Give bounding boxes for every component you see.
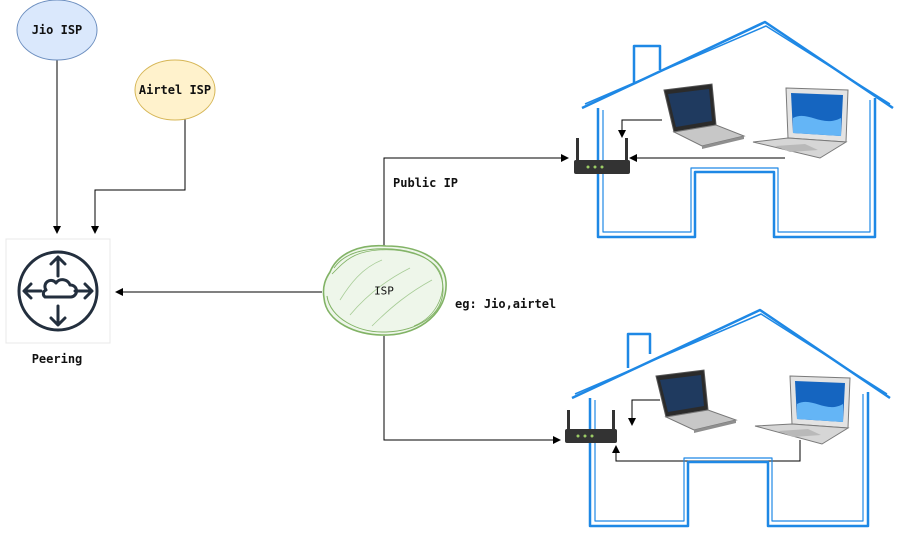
isp-examples-label: eg: Jio,airtel xyxy=(455,297,557,311)
peering-node[interactable] xyxy=(5,238,111,344)
laptop-dark-icon[interactable] xyxy=(655,369,738,433)
edge-isp-to-router-bottom xyxy=(383,336,561,444)
airtel-isp-node[interactable] xyxy=(134,59,216,121)
airtel-isp-label: Airtel ISP xyxy=(138,83,212,97)
edge-laptop1-to-router-top xyxy=(618,119,662,138)
isp-node[interactable] xyxy=(322,244,447,336)
edge-laptop1-to-router-bottom xyxy=(628,399,660,426)
laptop-dark-icon[interactable] xyxy=(663,83,746,149)
laptop-blue-icon[interactable] xyxy=(754,375,851,445)
jio-isp-label: Jio ISP xyxy=(31,23,83,37)
router-icon[interactable] xyxy=(574,138,630,174)
home-top-house-outline xyxy=(581,20,894,239)
laptop-blue-icon[interactable] xyxy=(752,87,849,159)
cloud-router-icon xyxy=(17,250,99,332)
public-ip-label: Public IP xyxy=(393,176,459,190)
router-icon[interactable] xyxy=(565,410,617,443)
home-bottom-house-outline xyxy=(571,308,891,528)
isp-label: ISP xyxy=(374,284,394,298)
peering-label: Peering xyxy=(31,352,83,366)
jio-isp-node[interactable] xyxy=(16,0,98,61)
edge-isp-to-router-top xyxy=(383,154,569,248)
edge-airtel-to-peering xyxy=(91,118,186,234)
